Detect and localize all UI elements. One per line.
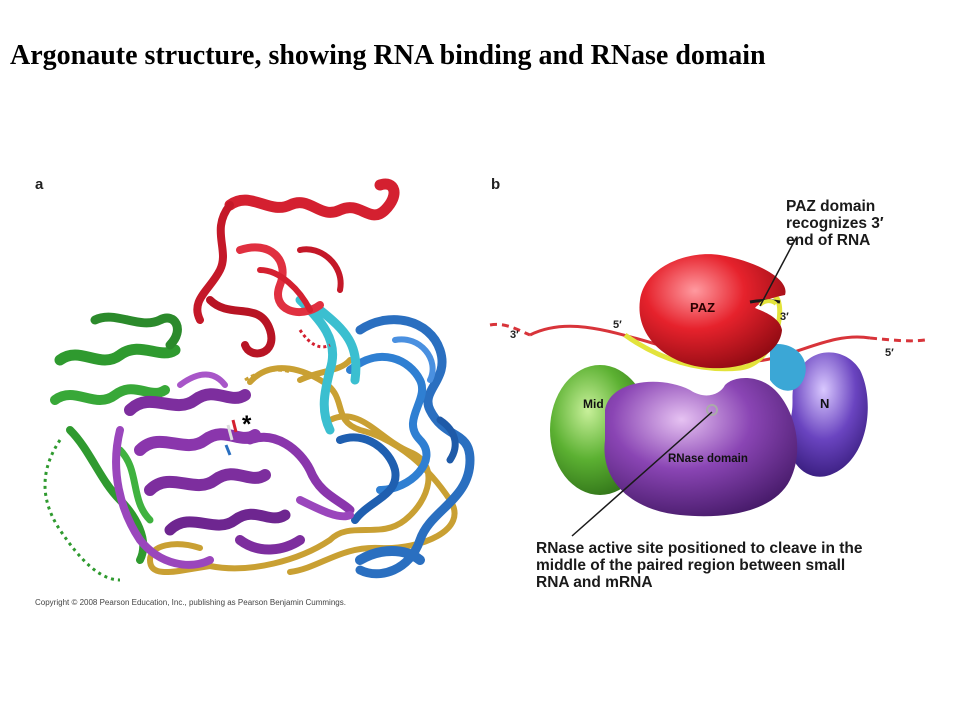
linker-ribbon-cyan (295, 295, 361, 435)
rnase-label: RNase domain (668, 453, 748, 465)
panel-a-label: a (35, 176, 44, 193)
mrna-5prime-label: 5′ (885, 347, 894, 359)
rnase-domain-ribbon-purple (112, 371, 355, 569)
active-site-residues (224, 419, 238, 456)
rnase-callout-line-2: middle of the paired region between smal… (536, 557, 846, 574)
paz-domain (639, 254, 786, 369)
n-domain (787, 352, 868, 477)
small-rna-5prime-label: 5′ (613, 319, 622, 331)
paz-callout-line-1: PAZ domain (786, 198, 876, 215)
mrna-3prime-label: 3′ (510, 329, 519, 341)
mid-label: Mid (583, 397, 604, 411)
mrna-dashed-left (489, 322, 531, 337)
panel-b-label: b (491, 176, 501, 193)
rnase-callout-line-3: RNA and mRNA (536, 574, 653, 591)
paz-label: PAZ (690, 300, 715, 315)
n-label: N (820, 396, 829, 411)
schematic-diagram (489, 237, 926, 537)
paz-callout-line-3: end of RNA (786, 232, 871, 249)
paz-callout-line-2: recognizes 3′ (786, 215, 884, 232)
n-domain-ribbon-blue (336, 315, 475, 579)
linker-region (770, 344, 806, 391)
page-title: Argonaute structure, showing RNA binding… (10, 40, 766, 71)
paz-domain-ribbon-red (193, 178, 400, 358)
mrna-dashed-right (869, 336, 926, 343)
ribbon-structure (43, 178, 475, 582)
copyright-notice: Copyright © 2008 Pearson Education, Inc.… (35, 598, 346, 607)
rnase-leader-line (571, 411, 713, 537)
rnase-callout-line-1: RNase active site positioned to cleave i… (536, 540, 863, 557)
rnase-domain (604, 378, 798, 517)
cleavage-site (706, 404, 718, 416)
active-site-marker: * (242, 411, 252, 438)
small-rna-3prime-label: 3′ (780, 311, 789, 323)
paz-callout: PAZ domain recognizes 3′ end of RNA (786, 198, 926, 249)
rnase-callout: RNase active site positioned to cleave i… (536, 540, 946, 591)
paz-leader-line (759, 237, 797, 307)
